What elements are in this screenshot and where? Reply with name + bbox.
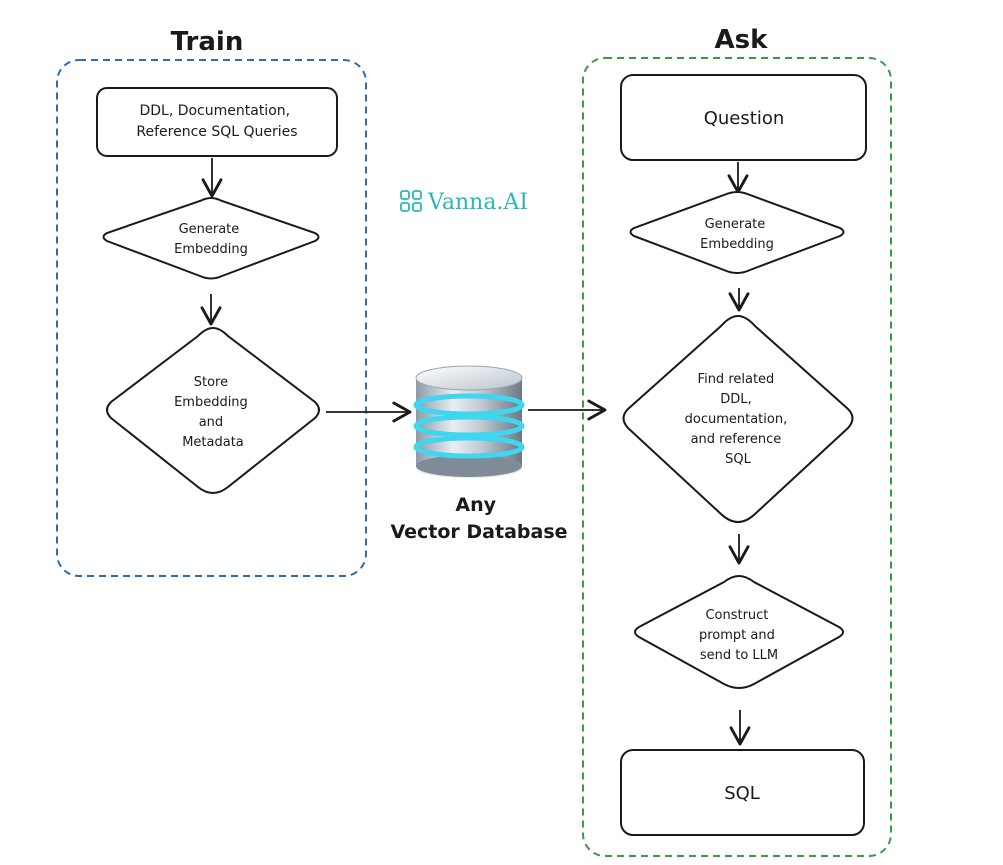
- train-dashed-border: [56, 59, 367, 577]
- ask-find-line-3: documentation,: [685, 412, 788, 427]
- vanna-brand: Vanna.AI: [400, 190, 528, 215]
- train-embed-label: Generate Embedding: [174, 222, 248, 257]
- ask-find-line-2: DDL,: [720, 392, 751, 407]
- ask-find-line-1: Find related: [698, 372, 775, 387]
- database-label: Any Vector Database: [390, 494, 567, 543]
- ask-embed-diamond[interactable]: [629, 190, 845, 274]
- ask-title: Ask: [715, 25, 769, 55]
- train-store-line-4: Metadata: [182, 435, 244, 450]
- ask-construct-line-3: send to LLM: [700, 648, 778, 663]
- ask-dashed-border: [582, 57, 892, 857]
- ask-embed-line-1: Generate: [705, 217, 766, 232]
- train-source-line-2: Reference SQL Queries: [136, 124, 297, 140]
- train-title: Train: [171, 27, 244, 57]
- train-group: Train DDL, Documentation, Reference SQL …: [56, 27, 367, 577]
- ask-question-label: Question: [704, 108, 785, 129]
- train-source-label: DDL, Documentation, Reference SQL Querie…: [136, 103, 297, 140]
- train-embed-diamond[interactable]: [102, 196, 320, 280]
- ask-find-line-5: SQL: [725, 452, 751, 467]
- brand-name: Vanna.AI: [427, 190, 528, 215]
- ask-construct-label: Construct prompt and send to LLM: [699, 608, 779, 663]
- grid-logo-icon: [400, 190, 422, 212]
- ask-result-label: SQL: [724, 783, 760, 804]
- ask-find-diamond[interactable]: [622, 314, 854, 523]
- database-label-line-2: Vector Database: [390, 521, 567, 543]
- train-store-line-3: and: [199, 415, 223, 430]
- train-store-label: Store Embedding and Metadata: [174, 375, 252, 450]
- train-embed-line-1: Generate: [179, 222, 240, 237]
- ask-construct-line-1: Construct: [705, 608, 768, 623]
- ask-embed-label: Generate Embedding: [700, 217, 774, 252]
- train-source-line-1: DDL, Documentation,: [139, 103, 290, 119]
- train-store-line-1: Store: [194, 375, 228, 390]
- train-embed-line-2: Embedding: [174, 242, 248, 257]
- train-store-line-2: Embedding: [174, 395, 248, 410]
- database-cylinder-icon: [413, 365, 525, 478]
- ask-embed-line-2: Embedding: [700, 237, 774, 252]
- database-label-line-1: Any: [455, 494, 496, 516]
- ask-construct-diamond[interactable]: [634, 574, 844, 689]
- ask-construct-line-2: prompt and: [699, 628, 775, 643]
- ask-find-line-4: and reference: [691, 432, 782, 447]
- train-source-box[interactable]: [96, 87, 338, 157]
- ask-question-box[interactable]: [620, 74, 867, 161]
- ask-result-box[interactable]: [620, 749, 865, 836]
- ask-group: Ask Question Generate Embedding Find rel…: [582, 25, 892, 857]
- train-store-diamond[interactable]: [106, 326, 320, 494]
- ask-find-label: Find related DDL, documentation, and ref…: [685, 372, 792, 467]
